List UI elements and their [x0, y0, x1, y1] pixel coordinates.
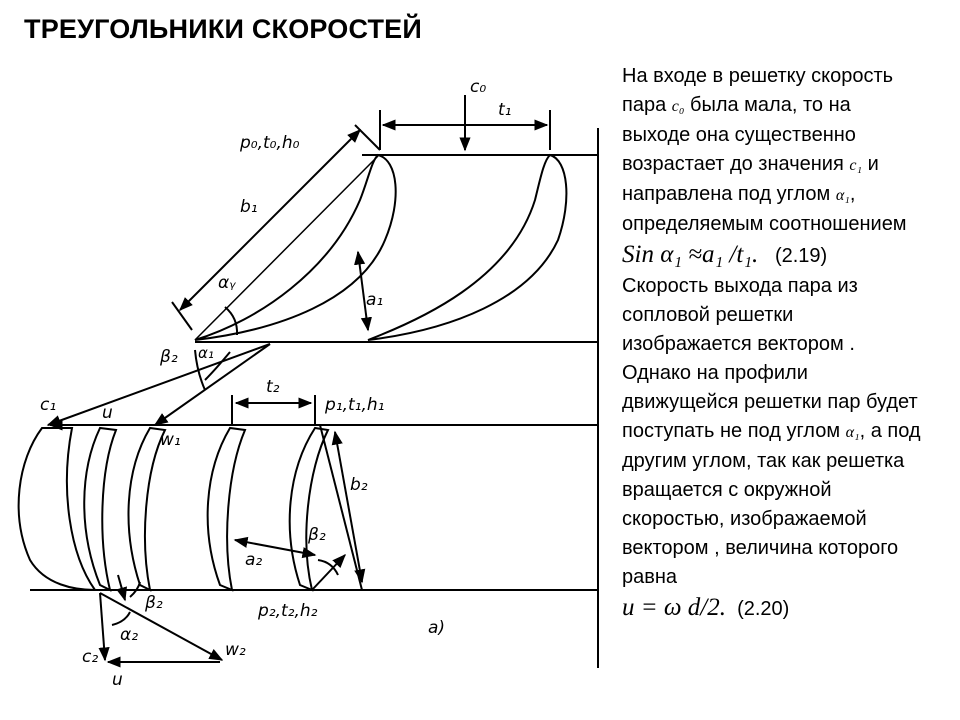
label-w1: w₁: [160, 430, 181, 450]
equation-number-2-20: (2.20): [737, 598, 790, 620]
explanation-text-panel: На входе в решетку скорость пара c₀ была…: [622, 62, 922, 625]
label-p1-t1-h1: p₁,t₁,h₁: [324, 395, 384, 415]
label-p2-t2-h2: p₂,t₂,h₂: [257, 601, 318, 621]
formula-sin-alpha1: Sin α₁ ≈a₁ /t₁.: [622, 241, 759, 268]
label-a2: a₂: [245, 550, 262, 570]
velocity-c1-vector: [46, 343, 271, 426]
label-c0: c₀: [470, 77, 486, 97]
label-w2: w₂: [225, 640, 246, 660]
formula-u-omega-d: u = ω d/2.: [622, 594, 726, 621]
label-u-bottom: u: [112, 670, 123, 690]
throat-a1-dimension: [354, 250, 372, 332]
chord-b2-dimension: [331, 430, 366, 584]
velocity-c2-vector: [98, 592, 110, 662]
label-t1: t₁: [498, 100, 511, 120]
symbol-alpha1-second: α₁: [845, 424, 860, 441]
formula-2-19: Sin α₁ ≈a₁ /t₁. (2.19): [622, 239, 922, 272]
slide-title: ТРЕУГОЛЬНИКИ СКОРОСТЕЙ: [24, 14, 422, 44]
rotor-blade-profile: [206, 426, 247, 592]
rotor-blade-profile: [127, 426, 167, 592]
label-b2: b₂: [350, 475, 368, 495]
label-alpha2: α₂: [120, 625, 138, 645]
label-alpha1: α₁: [198, 344, 214, 362]
label-figure-a: a): [428, 618, 445, 638]
velocity-w1-vector: [153, 343, 271, 426]
paragraph-inlet: На входе в решетку скорость пара c₀ была…: [622, 65, 907, 235]
velocity-w2-vector: [99, 592, 224, 661]
equation-number-2-19: (2.19): [774, 245, 828, 267]
nozzle-blade-profile: [367, 153, 568, 341]
chord-b1-dimension: [179, 129, 361, 311]
throat-a2-dimension: [233, 536, 317, 559]
rotor-blade-profile: [288, 426, 330, 592]
label-p0-t0-h0: p₀,t₀,h₀: [239, 133, 300, 153]
symbol-alpha1: α₁: [835, 187, 850, 204]
label-a1: a₁: [366, 290, 383, 310]
label-alpha-y: αᵧ: [218, 273, 236, 293]
label-t2: t₂: [266, 377, 280, 397]
velocity-triangles-diagram: c₀ t₁ p₀,t₀,h₀ b₁ αᵧ a₁ β₂ α₁ t₂ c₁ u w₁…: [17, 77, 599, 690]
label-beta2-right: β₂: [307, 525, 326, 545]
rotor-blade-profile: [17, 427, 97, 592]
label-u-top: u: [102, 403, 113, 423]
formula-2-20: u = ω d/2. (2.20): [622, 592, 922, 625]
label-beta2-bottom: β₂: [144, 593, 163, 613]
label-beta2-top: β₂: [159, 347, 178, 367]
label-b1: b₁: [240, 197, 258, 217]
rotor-blade-profile: [83, 426, 118, 592]
label-c2: c₂: [82, 647, 98, 667]
symbol-c1: c₁: [849, 157, 863, 174]
label-c1: c₁: [40, 395, 56, 415]
symbol-c0: c₀: [671, 98, 685, 115]
paragraph-rotor: Скорость выхода пара из сопловой решетки…: [622, 275, 921, 588]
